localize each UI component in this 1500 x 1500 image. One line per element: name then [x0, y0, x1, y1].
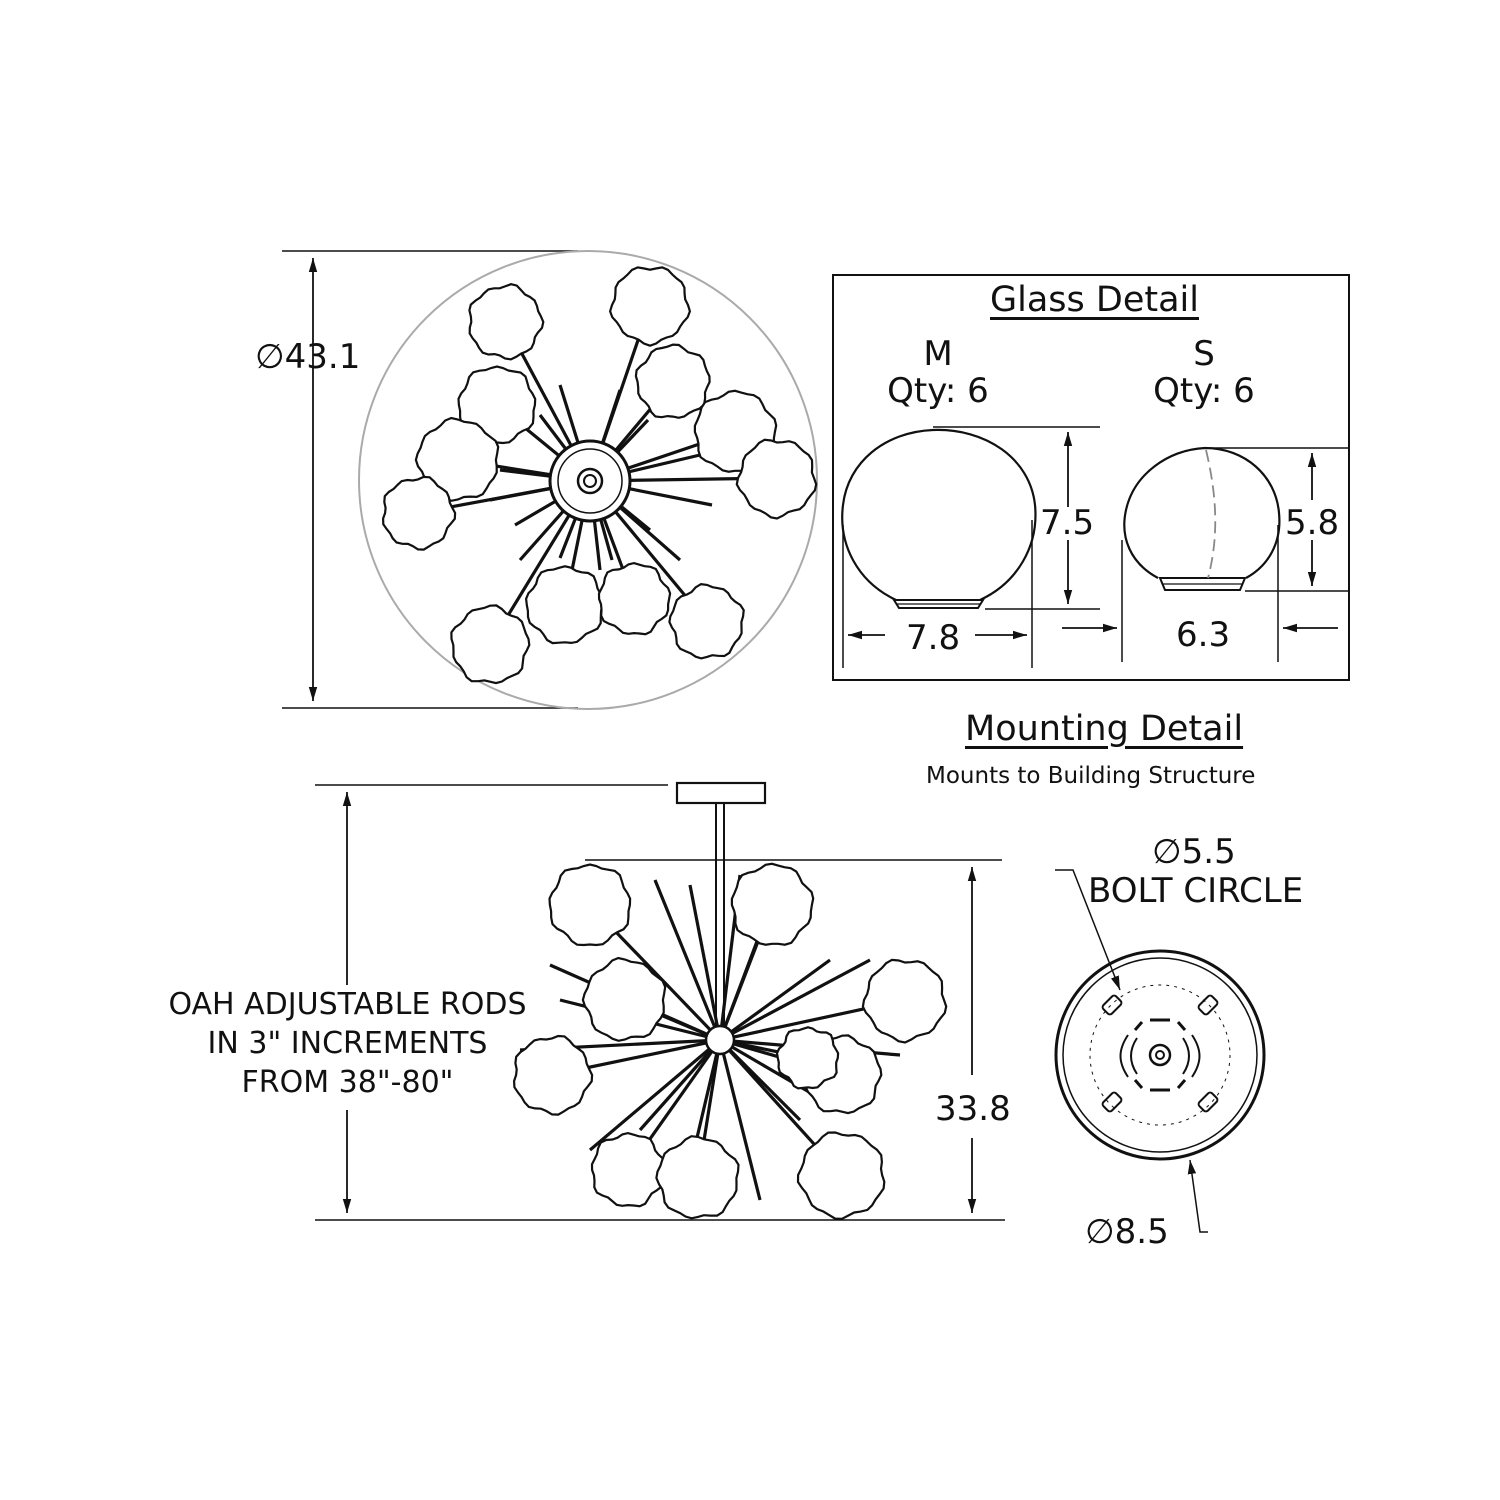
medium-globe-header: M Qty: 6: [878, 334, 998, 412]
side-canopy: [675, 781, 767, 805]
side-globe-0: [548, 863, 632, 947]
side-rod-1: [688, 884, 722, 1041]
medium-qty-label: Qty: 6: [887, 371, 989, 412]
mount-bolt-3: [1197, 1091, 1219, 1113]
top-globe-5: [414, 416, 500, 502]
mounting-detail-subtitle: Mounts to Building Structure: [926, 763, 1256, 789]
top-globe-2: [634, 343, 711, 419]
top-globe-10: [597, 561, 672, 636]
top-globe-9: [524, 565, 605, 645]
oah-note: OAH ADJUSTABLE RODS IN 3" INCREMENTS FRO…: [150, 985, 545, 1102]
bolt-circle-label: BOLT CIRCLE: [1088, 871, 1304, 911]
top-globe-6: [735, 438, 818, 520]
top-globe-8: [450, 604, 531, 685]
side-rod-12: [638, 1038, 722, 1132]
side-globe-1: [730, 862, 815, 946]
oah-note-line-3: FROM 38"-80": [241, 1065, 454, 1100]
glass-detail-title: Glass Detail: [990, 280, 1199, 320]
mount-bolt-1: [1197, 994, 1219, 1016]
small-size-label: S: [1193, 334, 1215, 374]
side-rod-7: [588, 1038, 722, 1152]
diameter-symbol: ∅: [255, 337, 285, 377]
medium-width-value: 7.8: [906, 618, 961, 658]
top-view: [282, 250, 818, 710]
small-globe-outline: [1123, 446, 1281, 579]
side-globe-3: [861, 958, 948, 1044]
small-height-value: 5.8: [1285, 503, 1340, 543]
mount-bolt-0: [1101, 994, 1123, 1016]
medium-height-value: 7.5: [1040, 503, 1095, 543]
side-globe-4: [512, 1034, 594, 1116]
side-globe-2: [581, 956, 667, 1042]
mounting-plate: [1054, 869, 1266, 1233]
oah-note-line-2: IN 3" INCREMENTS: [207, 1026, 488, 1061]
mounting-detail-title: Mounting Detail: [965, 709, 1244, 749]
glass-detail-panel: [832, 274, 1350, 681]
fixture-height-value: 33.8: [935, 1089, 1011, 1129]
side-globe-8: [655, 1135, 740, 1220]
mount-bolt-2: [1101, 1091, 1123, 1113]
side-rod-15: [719, 958, 871, 1042]
top-globe-1: [468, 283, 545, 361]
medium-globe-outline: [841, 428, 1037, 601]
medium-size-label: M: [923, 334, 953, 374]
canopy-diameter-label: ∅8.5: [1085, 1212, 1169, 1252]
top-globe-0: [608, 266, 692, 347]
top-view-envelope-circle: [358, 250, 818, 710]
top-diameter-label: ∅43.1: [255, 337, 361, 377]
bolt-circle-diameter-label: ∅5.5: [1152, 832, 1236, 872]
small-qty-label: Qty: 6: [1153, 371, 1255, 412]
side-rod-0: [653, 879, 722, 1041]
oah-note-line-1: OAH ADJUSTABLE RODS: [168, 987, 527, 1022]
small-globe-header: S Qty: 6: [1144, 334, 1264, 412]
small-width-value: 6.3: [1176, 615, 1231, 655]
side-rod-4: [719, 958, 831, 1042]
side-view: [315, 781, 1005, 1221]
top-globe-11: [668, 582, 745, 660]
side-globe-7: [590, 1131, 667, 1208]
side-globe-6: [775, 1026, 840, 1090]
side-globe-9: [796, 1131, 886, 1220]
side-rod-8: [718, 1039, 762, 1201]
top-globe-7: [381, 475, 457, 551]
